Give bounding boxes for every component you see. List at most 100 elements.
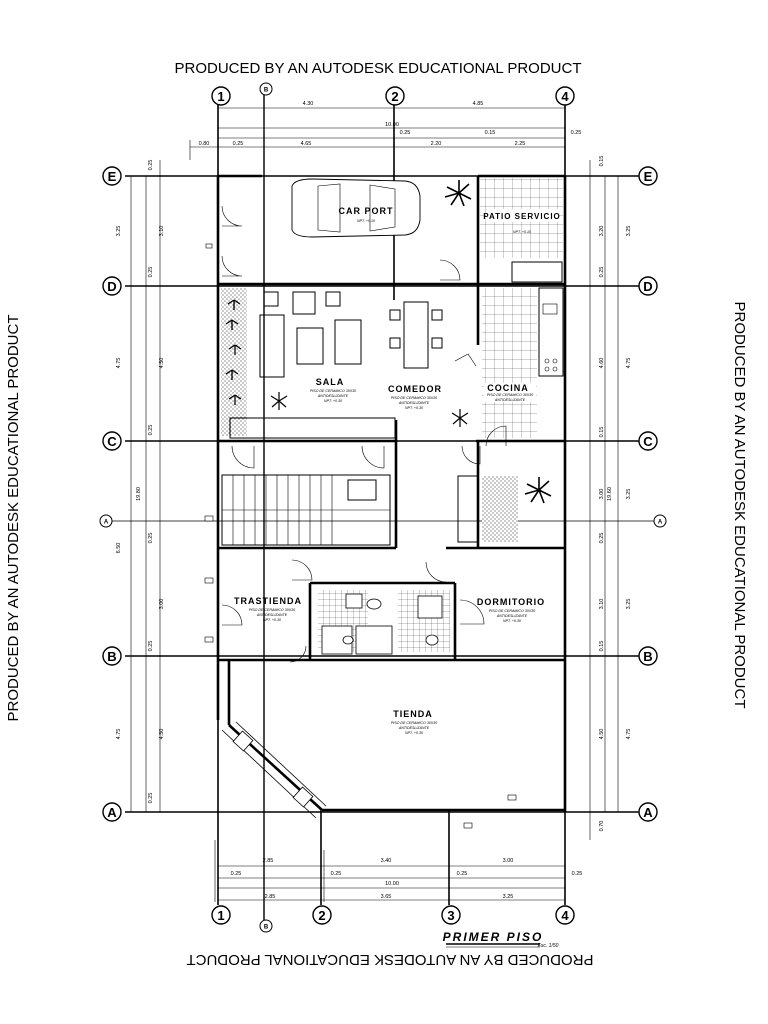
dim-bottom-3-65: 3.65 bbox=[381, 894, 392, 900]
dim-bottom-3-25: 3.25 bbox=[503, 894, 514, 900]
dim-left-6-50: 6.50 bbox=[116, 543, 122, 554]
svg-text:E: E bbox=[644, 169, 653, 184]
dormitorio-finish: ANTIDESLIZANTE bbox=[496, 614, 528, 618]
cocina-tiles bbox=[482, 288, 537, 438]
dim-top-0-80: 0.80 bbox=[199, 141, 210, 147]
dim-right-outer-0: 3.25 bbox=[626, 226, 632, 237]
axis-row-a-right: A bbox=[638, 802, 658, 822]
sala-label: SALA bbox=[316, 377, 345, 387]
dim-right-inner-9: 4.50 bbox=[599, 729, 605, 740]
dim-left-4-75b: 4.75 bbox=[116, 729, 122, 740]
dim-top-2-20: 2.20 bbox=[431, 141, 442, 147]
tienda-floor: PISO DE CERAMICO 30X30 bbox=[391, 721, 437, 725]
comedor-floor: PISO DE CERAMICO 30X30 bbox=[391, 396, 437, 400]
trastienda-floor: PISO DE CERAMICO 30X30 bbox=[249, 608, 295, 612]
dining-table bbox=[389, 301, 443, 369]
section-marker-b-top: B bbox=[259, 82, 273, 96]
axis-column-4-top: 4 bbox=[555, 86, 575, 106]
svg-text:2: 2 bbox=[318, 908, 325, 923]
trastienda-label: TRASTIENDA bbox=[234, 596, 302, 606]
dormitorio-label: DORMITORIO bbox=[477, 597, 545, 607]
watermark-top: PRODUCED BY AN AUTODESK EDUCATIONAL PROD… bbox=[174, 60, 581, 77]
axis-row-c-right: C bbox=[638, 431, 658, 451]
dim-left-inner-9: 0.25 bbox=[148, 793, 154, 804]
dim-left-inner-3: 4.50 bbox=[159, 358, 165, 369]
svg-text:D: D bbox=[107, 279, 116, 294]
svg-text:B: B bbox=[264, 925, 269, 931]
comedor-npt: NPT. +0.30 bbox=[405, 406, 423, 410]
dim-right-inner-8: 0.15 bbox=[599, 641, 605, 652]
plant-icon-comedor bbox=[451, 409, 469, 427]
outlet-markers bbox=[204, 243, 517, 829]
svg-text:B: B bbox=[107, 649, 116, 664]
dim-left-19-80: 19.80 bbox=[136, 487, 142, 501]
palm-plant-icon-2 bbox=[524, 477, 552, 504]
dim-left-inner-7: 0.25 bbox=[148, 641, 154, 652]
car-port-npt: NPT. +0.10 bbox=[357, 219, 375, 223]
svg-text:A: A bbox=[104, 520, 109, 526]
dim-right-outer-1: 4.75 bbox=[626, 358, 632, 369]
dim-bottom-0-25a: 0.25 bbox=[231, 871, 242, 877]
sala-floor: PISO DE CERAMICO 30X30 bbox=[310, 389, 356, 393]
axis-row-d-left: D bbox=[102, 276, 122, 296]
sala-npt: NPT. +0.30 bbox=[324, 399, 342, 403]
axis-column-4-bottom: 4 bbox=[555, 905, 575, 925]
watermark-left: PRODUCED BY AN AUTODESK EDUCATIONAL PROD… bbox=[5, 314, 22, 721]
doors bbox=[221, 205, 507, 663]
dim-top-4-85: 4.85 bbox=[473, 101, 484, 107]
svg-text:A: A bbox=[107, 805, 117, 820]
axis-column-2-top: 2 bbox=[385, 86, 405, 106]
cocina-finish: ANTIDESLIZANTE bbox=[494, 398, 526, 402]
dim-left-3-25: 3.25 bbox=[116, 226, 122, 237]
section-marker-b-bottom: B bbox=[259, 919, 273, 933]
dim-left-inner-2: 0.25 bbox=[148, 267, 154, 278]
svg-text:4: 4 bbox=[561, 89, 569, 104]
dim-right-inner-0: 0.15 bbox=[599, 156, 605, 167]
patio-label: PATIO SERVICIO bbox=[483, 212, 561, 221]
dim-left-4-75a: 4.75 bbox=[116, 358, 122, 369]
bath-fixtures bbox=[321, 593, 443, 655]
svg-text:4: 4 bbox=[561, 908, 569, 923]
axis-row-c-left: C bbox=[102, 431, 122, 451]
svg-text:3: 3 bbox=[447, 908, 454, 923]
svg-text:E: E bbox=[108, 169, 117, 184]
dim-right-outer-3: 3.25 bbox=[626, 489, 632, 500]
stair bbox=[221, 474, 391, 546]
svg-text:C: C bbox=[107, 434, 117, 449]
dim-bottom-total: 10.00 bbox=[385, 881, 399, 887]
dim-right-inner-5: 3.00 bbox=[599, 489, 605, 500]
dim-left-inner-5: 0.25 bbox=[148, 533, 154, 544]
axis-column-1-bottom: 1 bbox=[211, 905, 231, 925]
dim-top-0-25b: 0.25 bbox=[571, 130, 582, 136]
dim-bottom-0-25c: 0.25 bbox=[457, 871, 468, 877]
dim-top-4-30: 4.30 bbox=[303, 101, 314, 107]
garden-strip bbox=[221, 288, 247, 436]
dim-bottom-0-25d: 0.25 bbox=[572, 871, 583, 877]
kitchen-counter bbox=[511, 261, 564, 377]
interior-patio bbox=[482, 476, 518, 542]
svg-text:1: 1 bbox=[217, 908, 224, 923]
sala-finish: ANTIDESLIZANTE bbox=[317, 394, 349, 398]
section-marker-a-right: A bbox=[653, 514, 667, 528]
axis-row-a-left: A bbox=[102, 802, 122, 822]
patio-npt: NPT. +0.10 bbox=[513, 230, 531, 234]
dim-bottom-2-85b: 2.85 bbox=[265, 894, 276, 900]
car-port-label: CAR PORT bbox=[339, 206, 394, 216]
tienda-npt: NPT. +0.30 bbox=[405, 731, 423, 735]
car-port-hatch bbox=[168, 160, 216, 280]
comedor-finish: ANTIDESLIZANTE bbox=[398, 401, 430, 405]
dim-bottom-3-40: 3.40 bbox=[381, 858, 392, 864]
dormitorio-floor: PISO DE CERAMICO 30X30 bbox=[489, 609, 535, 613]
dimension-lines bbox=[130, 107, 619, 902]
palm-plant-icon bbox=[444, 180, 472, 207]
dim-bottom-2-85a: 2.85 bbox=[263, 858, 274, 864]
dormitorio-npt: NPT. +0.30 bbox=[503, 619, 521, 623]
dim-right-inner-7: 3.10 bbox=[599, 599, 605, 610]
dim-top-0-25c: 0.25 bbox=[233, 141, 244, 147]
dim-left-inner-6: 3.00 bbox=[159, 599, 165, 610]
trastienda-finish: ANTIDESLIZANTE bbox=[256, 613, 288, 617]
trastienda-npt: NPT. +0.30 bbox=[263, 618, 281, 622]
dim-right-inner-2: 0.25 bbox=[599, 267, 605, 278]
axis-row-e-left: E bbox=[102, 166, 122, 186]
sala-furniture bbox=[229, 291, 396, 439]
